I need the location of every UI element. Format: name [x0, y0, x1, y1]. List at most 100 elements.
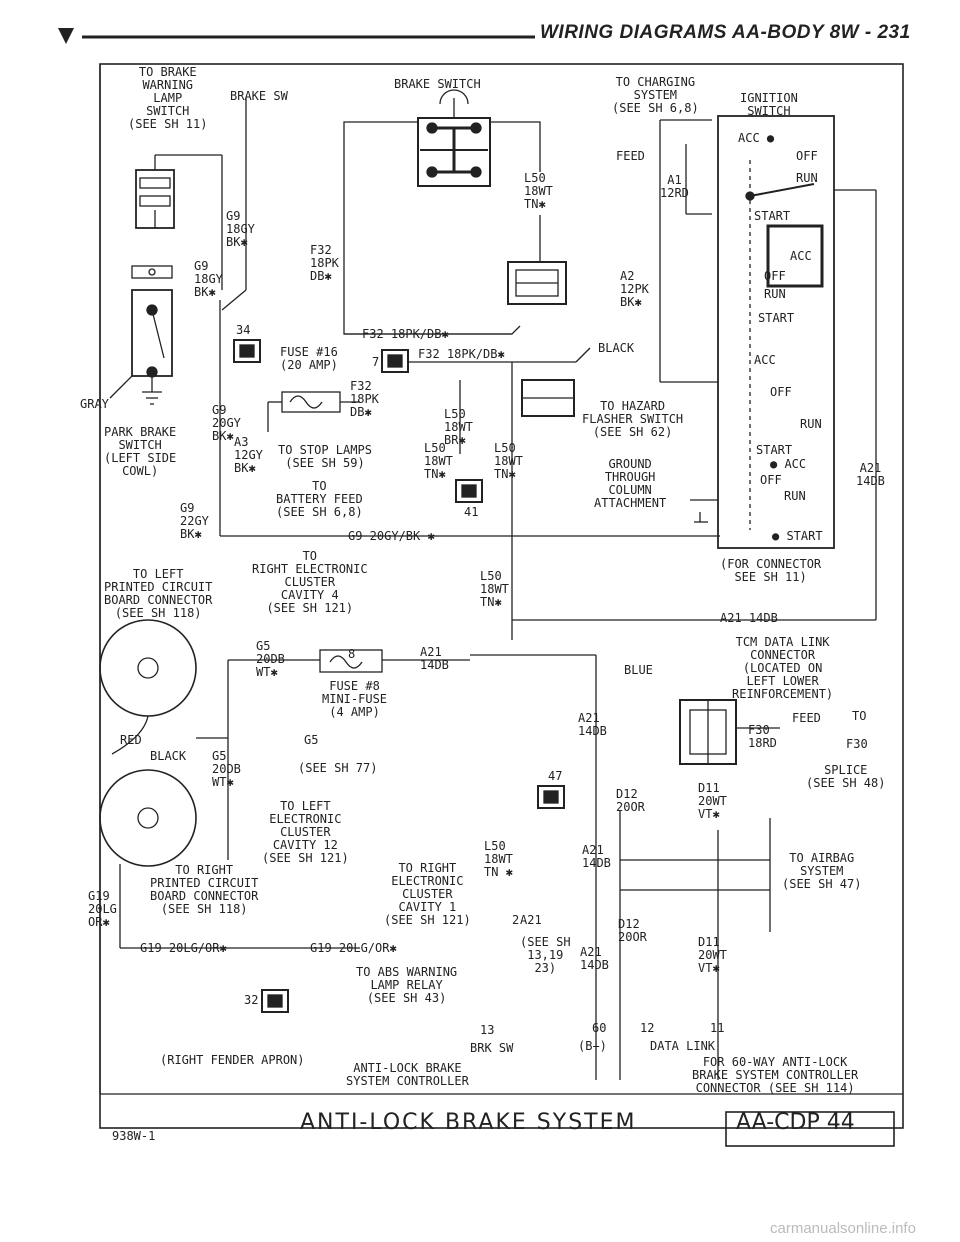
a1-wire-label: A1 12RD	[660, 173, 689, 200]
fuse-7-number: 7	[372, 355, 380, 369]
figure-number: 938W-1	[112, 1129, 156, 1143]
a21-e-label: A21 14DB	[580, 945, 609, 972]
connector-2-number: 2	[512, 913, 520, 927]
a21-tag: A21	[520, 913, 542, 927]
a2-wire-label: A2 12PK BK✱	[620, 269, 649, 309]
left-cluster-label: TO LEFT ELECTRONIC CLUSTER CAVITY 12 (SE…	[262, 799, 349, 865]
red-label: RED	[120, 733, 142, 747]
l50-b-label: L50 18WT TN✱	[424, 441, 453, 481]
switch-run4: RUN	[784, 489, 806, 503]
l50-mid-label: L50 18WT BR✱	[444, 407, 473, 447]
switch-acc3: ACC	[754, 353, 776, 367]
to-f30-label: TO	[852, 709, 867, 723]
header-triangle-icon	[58, 28, 74, 44]
abs-relay-label: TO ABS WARNING LAMP RELAY (SEE SH 43)	[356, 965, 458, 1005]
controller-label: ANTI-LOCK BRAKE SYSTEM CONTROLLER	[346, 1061, 469, 1088]
g9-wire-d: G9 22GY BK✱	[180, 501, 209, 541]
a21-line-label: A21 14DB	[720, 611, 778, 625]
page-title: WIRING DIAGRAMS AA-BODY 8W - 231	[540, 22, 911, 43]
black2-label: BLACK	[150, 749, 187, 763]
blue-label: BLUE	[624, 663, 653, 677]
f32-line2-label: F32 18PK/DB✱	[418, 347, 505, 361]
d11-a-label: D11 20WT VT✱	[698, 781, 727, 821]
fuse-41-number: 41	[464, 505, 479, 519]
fender-apron-label: (RIGHT FENDER APRON)	[160, 1053, 305, 1067]
f32-wire-b: F32 18PK DB✱	[350, 379, 379, 419]
g19-line2-label: G19 20LG/OR✱	[310, 941, 397, 955]
feed2-label: FEED	[792, 711, 821, 725]
airbag-label: TO AIRBAG SYSTEM (SEE SH 47)	[782, 851, 862, 891]
switch-start: START	[754, 209, 791, 223]
page-header: WIRING DIAGRAMS AA-BODY 8W - 231	[0, 22, 960, 52]
g9-wire-a: G9 18GY BK✱	[226, 209, 255, 249]
switch-start4: ● START	[772, 529, 823, 543]
f30-wire-label: F30 18RD	[748, 723, 777, 750]
a21-b-label: A21 14DB	[420, 645, 449, 672]
hazard-flasher-label: TO HAZARD FLASHER SWITCH (SEE SH 62)	[582, 399, 684, 439]
g19-wire-a: G19 20LG OR✱	[88, 889, 117, 929]
g19-line-label: G19 20LG/OR✱	[140, 941, 227, 955]
switch-off4: OFF	[760, 473, 782, 487]
for-connector-label: (FOR CONNECTOR SEE SH 11)	[720, 557, 822, 584]
fuse-34-number: 34	[236, 323, 251, 337]
f32-line-label: F32 18PK/DB✱	[362, 327, 449, 341]
f32-wire-a: F32 18PK DB✱	[310, 243, 339, 283]
f30-tag: F30	[846, 737, 868, 751]
left-pcb-label: TO LEFT PRINTED CIRCUIT BOARD CONNECTOR …	[104, 567, 213, 620]
splice-label: SPLICE (SEE SH 48)	[806, 763, 886, 790]
brk-sw-label: BRK SW	[470, 1041, 514, 1055]
pin-13: 13	[480, 1023, 495, 1037]
park-brake-switch-label: PARK BRAKE SWITCH (LEFT SIDE COWL)	[104, 425, 177, 478]
switch-start2: START	[758, 311, 795, 325]
tcm-connector-label: TCM DATA LINK CONNECTOR (LOCATED ON LEFT…	[732, 635, 834, 701]
l50-c-label: L50 18WT TN✱	[494, 441, 523, 481]
switch-off3: OFF	[770, 385, 792, 399]
right-ecluster-label: TO RIGHT ELECTRONIC CLUSTER CAVITY 1 (SE…	[384, 861, 471, 927]
header-rule	[58, 28, 535, 44]
feed-label: FEED	[616, 149, 645, 163]
switch-acc2: ACC	[790, 249, 812, 263]
a3-wire-label: A3 12GY BK✱	[234, 435, 263, 475]
switch-acc: ACC ●	[738, 131, 775, 145]
brake-warning-label: TO BRAKE WARNING LAMP SWITCH (SEE SH 11)	[128, 65, 208, 131]
ignition-switch-label: IGNITION SWITCH	[740, 91, 798, 118]
brake-sw-label: BRAKE SW	[230, 89, 288, 103]
g9-wire-c: G9 20GY BK✱	[212, 403, 241, 443]
fuse-8-number: 8	[348, 647, 356, 661]
switch-start3: START	[756, 443, 793, 457]
charging-label: TO CHARGING SYSTEM (SEE SH 6,8)	[612, 75, 699, 115]
fuse-16-label: FUSE #16 (20 AMP)	[280, 345, 338, 372]
fuse-8-label: FUSE #8 MINI-FUSE (4 AMP)	[322, 679, 388, 719]
see-sh-13-label: (SEE SH 13,19 23)	[520, 935, 571, 975]
switch-run2: RUN	[764, 287, 786, 301]
g9-wire-b: G9 18GY BK✱	[194, 259, 223, 299]
right-pcb-label: TO RIGHT PRINTED CIRCUIT BOARD CONNECTOR…	[150, 863, 259, 916]
l50-e-label: L50 18WT TN ✱	[484, 839, 513, 879]
d12-b-label: D12 20OR	[618, 917, 647, 944]
switch-off: OFF	[796, 149, 818, 163]
l50-d-label: L50 18WT TN✱	[480, 569, 509, 609]
system-title: ANTI-LOCK BRAKE SYSTEM	[300, 1110, 637, 1135]
switch-run3: RUN	[800, 417, 822, 431]
g5-tag: G5	[304, 733, 319, 747]
stop-lamps-label: TO STOP LAMPS (SEE SH 59)	[278, 443, 372, 470]
data-link-label: DATA LINK	[650, 1039, 716, 1053]
watermark: carmanualsonline.info	[770, 1220, 916, 1237]
pin-11: 11	[710, 1021, 725, 1035]
b-plus-label: (B+)	[578, 1039, 607, 1053]
fuse-47-number: 47	[548, 769, 563, 783]
brake-switch-label: BRAKE SWITCH	[394, 77, 481, 91]
d11-b-label: D11 20WT VT✱	[698, 935, 727, 975]
right-cluster-label: TO RIGHT ELECTRONIC CLUSTER CAVITY 4 (SE…	[252, 549, 368, 615]
pin-60: 60	[592, 1021, 607, 1035]
sixty-way-connector-label: FOR 60-WAY ANTI-LOCK BRAKE SYSTEM CONTRO…	[692, 1055, 859, 1095]
fuse-32-number: 32	[244, 993, 259, 1007]
diagram-code: AA-CDP 44	[736, 1110, 855, 1135]
g5-wire-a: G5 20DB WT✱	[256, 639, 285, 679]
see-sh-77: (SEE SH 77)	[298, 761, 378, 775]
battery-feed-label: TO BATTERY FEED (SEE SH 6,8)	[276, 479, 363, 519]
gray-label: GRAY	[80, 397, 109, 411]
ground-label: GROUND THROUGH COLUMN ATTACHMENT	[594, 457, 667, 510]
pin-12: 12	[640, 1021, 655, 1035]
